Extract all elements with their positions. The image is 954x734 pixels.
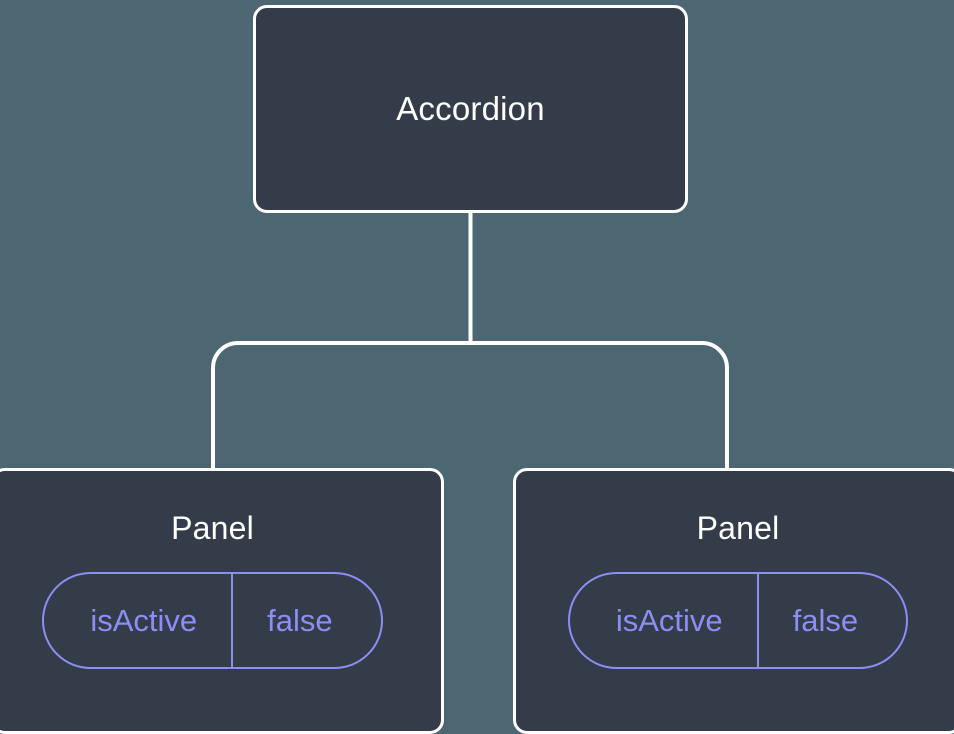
node-accordion[interactable]: Accordion — [253, 5, 688, 213]
prop-value-label-2: false — [792, 602, 859, 638]
prop-divider-2 — [756, 574, 759, 668]
node-panel-1-label: Panel — [171, 510, 254, 546]
prop-key-label-1: isActive — [90, 602, 198, 638]
node-panel-2-title-row: Panel — [516, 510, 954, 546]
edge-to-left-panel — [211, 341, 471, 470]
node-panel-1[interactable]: Panel isActive false — [0, 468, 444, 734]
prop-badge-isactive-1[interactable]: isActive false — [42, 572, 383, 670]
prop-value-label-1: false — [267, 602, 333, 638]
prop-divider-1 — [231, 574, 234, 668]
edge-to-right-panel — [470, 341, 729, 470]
node-panel-1-title-row: Panel — [0, 510, 441, 546]
node-accordion-label: Accordion — [396, 89, 545, 127]
prop-badge-isactive-2[interactable]: isActive false — [567, 572, 909, 670]
node-panel-1-badge-row: isActive false — [0, 546, 441, 670]
node-panel-2-badge-row: isActive false — [516, 546, 954, 670]
node-panel-2[interactable]: Panel isActive false — [513, 468, 954, 734]
node-panel-2-label: Panel — [696, 510, 780, 546]
prop-key-label-2: isActive — [615, 602, 723, 638]
